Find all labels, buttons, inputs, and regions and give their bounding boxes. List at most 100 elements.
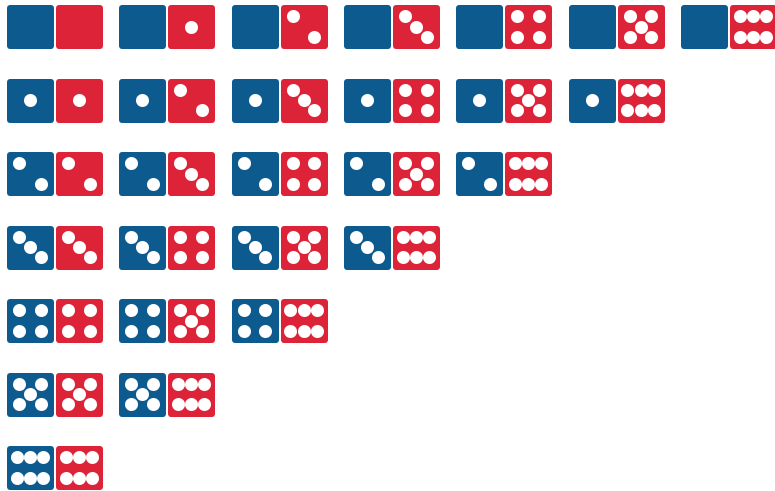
pip-dot: [645, 10, 658, 23]
domino-right-half-5: [281, 226, 328, 270]
pip-dot: [238, 157, 251, 170]
pip-dot: [287, 84, 300, 97]
pip-dot: [484, 178, 497, 191]
pip-dot: [399, 10, 412, 23]
domino-left-half-2: [232, 152, 279, 196]
pip-dot: [410, 231, 423, 244]
domino-1-2: [119, 79, 216, 123]
domino-5-5: [7, 373, 104, 417]
pip-dot: [24, 472, 37, 485]
pip-dot: [533, 31, 546, 44]
pip-dot: [125, 304, 138, 317]
pip-dot: [284, 304, 297, 317]
domino-left-half-1: [344, 79, 391, 123]
pip-dot: [125, 325, 138, 338]
pip-dot: [298, 94, 311, 107]
domino-3-4: [119, 226, 216, 270]
domino-left-half-0: [232, 5, 279, 49]
pip-dot: [421, 104, 434, 117]
pip-dot: [522, 178, 535, 191]
domino-3-5: [232, 226, 329, 270]
pip-dot: [84, 398, 97, 411]
pip-dot: [462, 157, 475, 170]
domino-right-half-2: [281, 5, 328, 49]
pip-dot: [35, 325, 48, 338]
pip-dot: [35, 398, 48, 411]
domino-0-2: [232, 5, 329, 49]
pip-dot: [198, 398, 211, 411]
pip-dot: [421, 157, 434, 170]
pip-dot: [174, 325, 187, 338]
pip-dot: [35, 378, 48, 391]
pip-dot: [62, 398, 75, 411]
domino-left-half-5: [7, 373, 54, 417]
domino-left-half-2: [119, 152, 166, 196]
pip-dot: [734, 31, 747, 44]
domino-left-half-3: [7, 226, 54, 270]
pip-dot: [172, 398, 185, 411]
pip-dot: [635, 21, 648, 34]
pip-dot: [533, 104, 546, 117]
pip-dot: [308, 157, 321, 170]
pip-dot: [238, 304, 251, 317]
pip-dot: [147, 251, 160, 264]
domino-3-3: [7, 226, 104, 270]
domino-right-half-3: [168, 152, 215, 196]
domino-6-6: [7, 446, 104, 490]
domino-right-half-6: [505, 152, 552, 196]
pip-dot: [259, 178, 272, 191]
pip-dot: [62, 304, 75, 317]
pip-dot: [62, 157, 75, 170]
pip-dot: [399, 178, 412, 191]
pip-dot: [511, 31, 524, 44]
pip-dot: [198, 378, 211, 391]
domino-right-half-0: [56, 5, 103, 49]
domino-0-3: [344, 5, 441, 49]
pip-dot: [522, 157, 535, 170]
pip-dot: [136, 94, 149, 107]
pip-dot: [621, 84, 634, 97]
pip-dot: [147, 325, 160, 338]
pip-dot: [287, 178, 300, 191]
pip-dot: [84, 378, 97, 391]
domino-right-half-4: [168, 226, 215, 270]
pip-dot: [747, 10, 760, 23]
domino-right-half-5: [618, 5, 665, 49]
pip-dot: [287, 157, 300, 170]
pip-dot: [397, 251, 410, 264]
pip-dot: [287, 251, 300, 264]
pip-dot: [473, 94, 486, 107]
domino-left-half-3: [232, 226, 279, 270]
pip-dot: [410, 21, 423, 34]
domino-right-half-4: [393, 79, 440, 123]
pip-dot: [13, 304, 26, 317]
pip-dot: [174, 304, 187, 317]
domino-left-half-1: [7, 79, 54, 123]
domino-2-4: [232, 152, 329, 196]
pip-dot: [62, 325, 75, 338]
pip-dot: [125, 157, 138, 170]
pip-dot: [635, 84, 648, 97]
domino-right-half-6: [281, 299, 328, 343]
domino-left-half-4: [7, 299, 54, 343]
domino-0-6: [681, 5, 775, 49]
pip-dot: [311, 325, 324, 338]
domino-right-half-1: [168, 5, 215, 49]
pip-dot: [509, 157, 522, 170]
pip-dot: [399, 157, 412, 170]
pip-dot: [533, 10, 546, 23]
domino-right-half-6: [393, 226, 440, 270]
pip-dot: [734, 10, 747, 23]
pip-dot: [399, 104, 412, 117]
pip-dot: [147, 304, 160, 317]
pip-dot: [13, 325, 26, 338]
pip-dot: [421, 31, 434, 44]
pip-dot: [86, 451, 99, 464]
pip-dot: [423, 231, 436, 244]
pip-dot: [147, 398, 160, 411]
pip-dot: [259, 304, 272, 317]
pip-dot: [308, 178, 321, 191]
domino-left-half-0: [7, 5, 54, 49]
pip-dot: [648, 84, 661, 97]
